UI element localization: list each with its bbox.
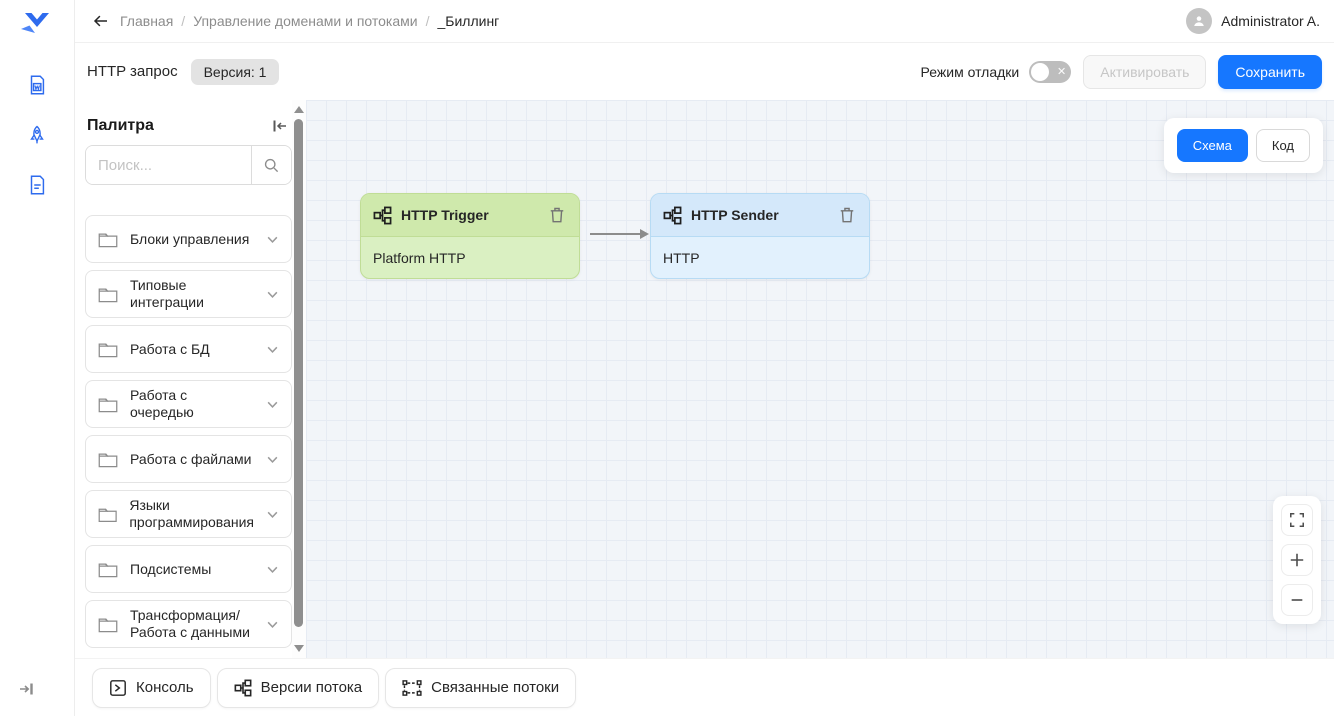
palette-panel: Палитра (75, 100, 292, 658)
chevron-down-icon (266, 398, 279, 411)
scrollbar-thumb[interactable] (294, 119, 303, 627)
flow-versions-icon (234, 679, 252, 696)
folder-icon (98, 452, 118, 467)
flow-block-icon (663, 206, 682, 224)
palette-search (85, 145, 292, 185)
save-button[interactable]: Сохранить (1218, 54, 1322, 89)
zoom-controls (1273, 496, 1321, 624)
breadcrumb-separator: / (425, 13, 430, 29)
chevron-down-icon (266, 508, 279, 521)
chevron-down-icon (266, 343, 279, 356)
file-text-icon[interactable] (25, 173, 49, 197)
breadcrumb-home[interactable]: Главная (120, 13, 174, 29)
zoom-in-icon[interactable] (1281, 544, 1313, 576)
node-http-trigger[interactable]: HTTP Trigger Platform HTTP (360, 193, 580, 279)
activate-button[interactable]: Активировать (1083, 54, 1207, 89)
view-switch: Схема Код (1163, 118, 1323, 173)
chevron-down-icon (266, 233, 279, 246)
breadcrumb-separator: / (181, 13, 186, 29)
word-document-icon[interactable] (25, 73, 49, 97)
folder-icon (98, 617, 118, 632)
top-header: Главная / Управление доменами и потоками… (75, 0, 1334, 43)
debug-mode-label: Режим отладки (920, 63, 1020, 80)
bottom-bar: Консоль Версии потока Связанные потоки (75, 658, 1334, 716)
palette-category-list: Блоки управления Типовые интеграции Рабо… (85, 215, 292, 648)
palette-category-typical-integrations[interactable]: Типовые интеграции (85, 270, 292, 318)
delete-node-icon[interactable] (837, 205, 857, 225)
scrollbar-down-arrow[interactable] (294, 645, 304, 652)
chevron-down-icon (266, 453, 279, 466)
console-icon (110, 679, 126, 696)
console-button[interactable]: Консоль (92, 667, 211, 708)
palette-category-control-blocks[interactable]: Блоки управления (85, 215, 292, 263)
chevron-down-icon (266, 288, 279, 301)
user-name[interactable]: Administrator A. (1221, 13, 1320, 29)
folder-icon (98, 562, 118, 577)
palette-title: Палитра (87, 117, 154, 134)
chevron-down-icon (266, 618, 279, 631)
zoom-out-icon[interactable] (1281, 584, 1313, 616)
tab-code[interactable]: Код (1255, 129, 1310, 162)
flow-toolbar: HTTP запрос Версия: 1 Режим отладки ✕ Ак… (75, 43, 1334, 100)
tab-schema[interactable]: Схема (1176, 129, 1248, 162)
breadcrumb-domains[interactable]: Управление доменами и потоками (193, 13, 418, 29)
chevron-down-icon (266, 563, 279, 576)
breadcrumb-current: _Биллинг (437, 13, 500, 29)
folder-icon (98, 232, 118, 247)
app-logo-icon[interactable] (18, 8, 56, 43)
debug-mode-toggle[interactable]: ✕ (1029, 60, 1072, 83)
flow-canvas[interactable]: HTTP Trigger Platform HTTP (306, 100, 1334, 658)
flow-title: HTTP запрос (87, 63, 178, 80)
palette-category-databases[interactable]: Работа с БД (85, 325, 292, 373)
breadcrumb: Главная / Управление доменами и потоками… (120, 13, 499, 29)
scrollbar-up-arrow[interactable] (294, 106, 304, 113)
palette-category-languages[interactable]: Языки программирования (85, 490, 292, 538)
palette-category-subsystems[interactable]: Подсистемы (85, 545, 292, 593)
palette-collapse-icon[interactable] (272, 119, 288, 133)
icon-sidebar (0, 0, 75, 716)
search-input[interactable] (86, 146, 251, 184)
sidebar-collapse-icon[interactable] (18, 681, 36, 702)
palette-category-files[interactable]: Работа с файлами (85, 435, 292, 483)
folder-icon (98, 287, 118, 302)
back-icon[interactable] (90, 10, 112, 32)
flow-block-icon (373, 206, 392, 224)
palette-category-queues[interactable]: Работа с очередью (85, 380, 292, 428)
folder-icon (98, 397, 118, 412)
linked-flows-button[interactable]: Связанные потоки (385, 667, 577, 708)
folder-icon (98, 342, 118, 357)
delete-node-icon[interactable] (547, 205, 567, 225)
flow-versions-button[interactable]: Версии потока (216, 667, 380, 708)
toggle-off-icon: ✕ (1057, 65, 1067, 78)
node-http-sender[interactable]: HTTP Sender HTTP (650, 193, 870, 279)
folder-icon (98, 508, 117, 522)
fit-screen-icon[interactable] (1281, 504, 1313, 536)
rocket-icon[interactable] (25, 123, 49, 147)
linked-flows-icon (402, 679, 422, 696)
palette-scrollbar (292, 100, 306, 658)
user-avatar[interactable] (1186, 8, 1213, 34)
version-badge[interactable]: Версия: 1 (190, 58, 280, 85)
toggle-knob (1031, 62, 1050, 81)
edge-arrow (590, 229, 649, 239)
palette-category-transformation[interactable]: Трансформация/Работа с данными (85, 600, 292, 648)
search-icon[interactable] (251, 146, 291, 184)
